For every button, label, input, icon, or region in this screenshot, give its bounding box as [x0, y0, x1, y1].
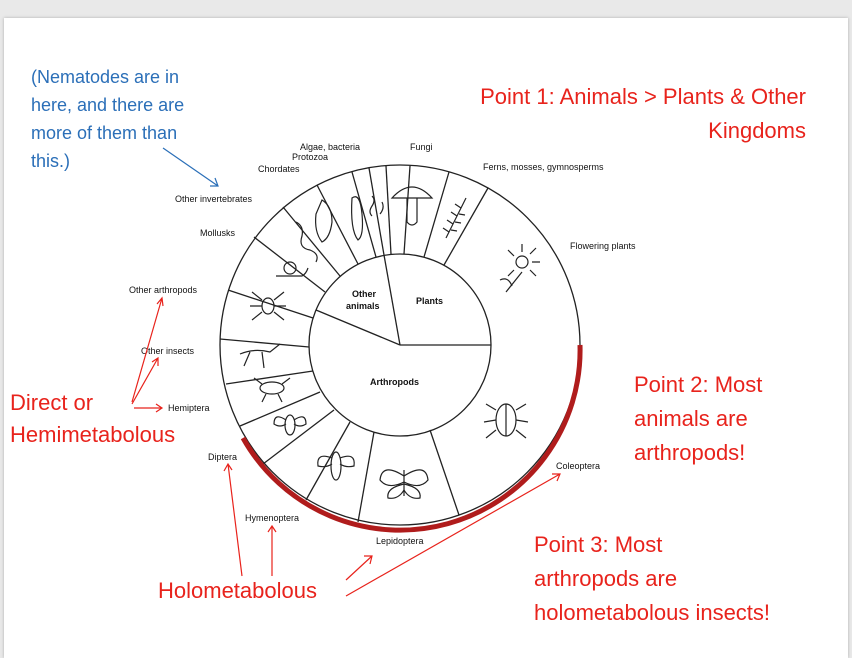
nematode-note: (Nematodes are in here, and there are mo… — [31, 67, 219, 187]
point3-line-3: holometabolous insects! — [534, 600, 770, 625]
label-other-invertebrates: Other invertebrates — [175, 194, 253, 204]
arrow-to-lepidoptera — [345, 555, 373, 581]
segment-dividers — [219, 165, 489, 523]
worm-icon — [295, 221, 318, 263]
inner-dividers — [315, 254, 491, 346]
label-other-animals-2: animals — [346, 301, 380, 311]
label-mollusks: Mollusks — [200, 228, 236, 238]
label-algae-bacteria: Algae, bacteria — [300, 142, 360, 152]
holometabolous-highlight-arc — [240, 344, 583, 533]
arrow-to-hemiptera — [134, 403, 164, 413]
red-arrows — [131, 296, 561, 597]
arrow-to-diptera — [223, 462, 243, 577]
frog-icon — [315, 199, 333, 243]
point3-line-1: Point 3: Most — [534, 532, 662, 557]
point1-line-1: Point 1: Animals > Plants & Other — [480, 84, 806, 109]
label-plants: Plants — [416, 296, 443, 306]
label-arthropods: Arthropods — [370, 377, 419, 387]
label-lepidoptera: Lepidoptera — [376, 536, 424, 546]
blue-note-line-4: this.) — [31, 151, 70, 171]
snail-icon — [276, 261, 309, 277]
point2-line-1: Point 2: Most — [634, 372, 762, 397]
label-ferns-mosses-gymnosperms: Ferns, mosses, gymnosperms — [483, 162, 604, 172]
point1-line-2: Kingdoms — [708, 118, 806, 143]
point2-line-3: arthropods! — [634, 440, 745, 465]
label-diptera: Diptera — [208, 452, 237, 462]
label-other-arthropods: Other arthropods — [129, 285, 198, 295]
slide-background — [4, 18, 848, 658]
point2-line-2: animals are — [634, 406, 748, 431]
fish-icon — [351, 196, 364, 241]
arrow-to-other-insects — [131, 356, 159, 405]
blue-arrow — [162, 147, 219, 187]
label-hymenoptera: Hymenoptera — [245, 513, 299, 523]
spider-icon — [250, 291, 286, 321]
arrow-to-other-arthropods — [131, 296, 164, 403]
wasp-icon — [317, 451, 355, 481]
segment-labels: Algae, bacteria Protozoa Chordates Fungi… — [129, 142, 636, 546]
label-other-insects: Other insects — [141, 346, 195, 356]
arrow-to-coleoptera — [345, 473, 561, 597]
butterfly-icon — [379, 469, 429, 499]
direct-line-1: Direct or — [10, 390, 93, 415]
blue-note-line-1: (Nematodes are in — [31, 67, 179, 87]
label-other-animals-1: Other — [352, 289, 377, 299]
label-fungi: Fungi — [410, 142, 433, 152]
flower-icon — [499, 244, 540, 293]
cricket-icon — [239, 343, 281, 369]
holometabolous-label: Holometabolous — [158, 578, 317, 603]
fern-icon — [442, 197, 467, 239]
label-hemiptera: Hemiptera — [168, 403, 210, 413]
fly-icon — [273, 414, 307, 436]
label-protozoa: Protozoa — [292, 152, 328, 162]
cicada-icon — [253, 377, 291, 403]
blue-note-line-2: here, and there are — [31, 95, 184, 115]
point3-line-2: arthropods are — [534, 566, 677, 591]
beetle-icon — [483, 403, 529, 439]
label-coleoptera: Coleoptera — [556, 461, 600, 471]
direct-line-2: Hemimetabolous — [10, 422, 175, 447]
label-flowering-plants: Flowering plants — [570, 241, 636, 251]
label-chordates: Chordates — [258, 164, 300, 174]
protozoa-icon — [369, 195, 384, 217]
blue-note-line-3: more of them than — [31, 123, 177, 143]
mushroom-icon — [390, 186, 434, 226]
organism-icons — [239, 186, 540, 499]
arrow-to-hymenoptera — [267, 524, 277, 576]
